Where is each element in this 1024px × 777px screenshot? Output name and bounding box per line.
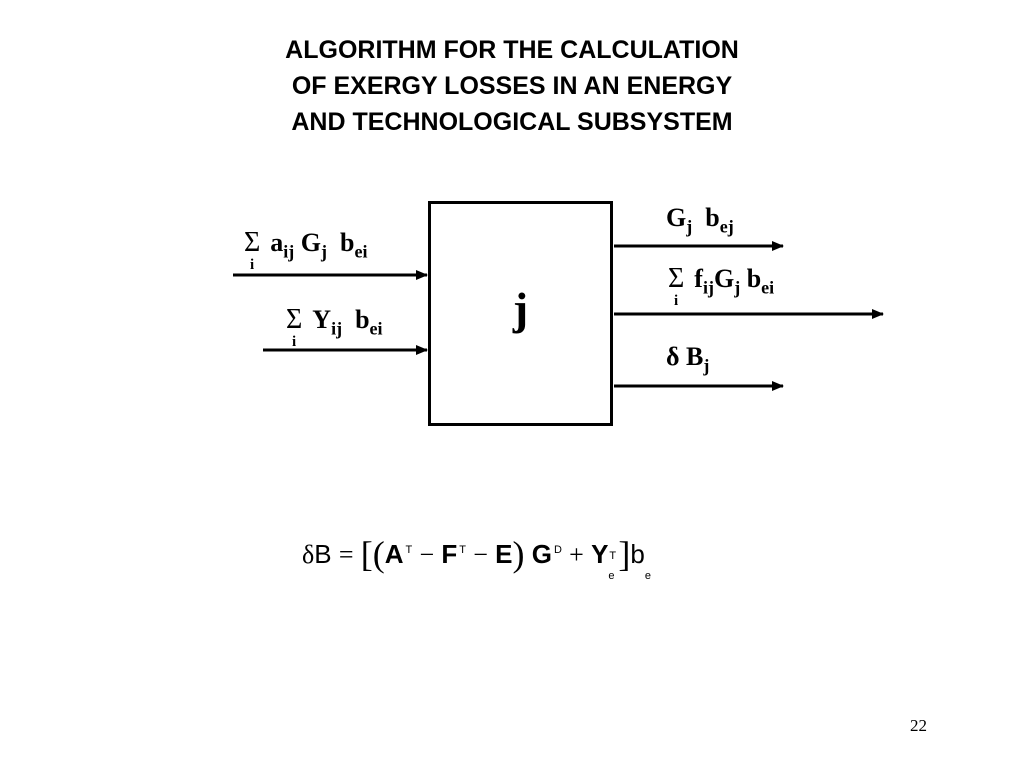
title-line-3: AND TECHNOLOGICAL SUBSYSTEM bbox=[291, 108, 733, 136]
output-label-3: δ Bj bbox=[666, 342, 710, 376]
formula-right-paren: ) bbox=[512, 534, 525, 574]
formula-delta: δ bbox=[302, 540, 315, 569]
formula-g-diagonal: D bbox=[553, 544, 562, 557]
formula-right-bracket: ] bbox=[618, 534, 631, 574]
formula-plus: + bbox=[569, 540, 584, 569]
formula-matrix-y: Y bbox=[591, 539, 609, 569]
formula-matrix-g: G bbox=[531, 539, 552, 569]
slide-title: ALGORITHM FOR THE CALCULATION OF EXERGY … bbox=[0, 32, 1024, 140]
formula-vector-b: b bbox=[630, 539, 645, 569]
formula-lhs-b: B bbox=[314, 539, 332, 569]
page-number: 22 bbox=[910, 716, 927, 735]
formula-b-subscript: e bbox=[644, 570, 652, 582]
formula-a-transpose: T bbox=[405, 544, 413, 557]
formula-left-bracket: [ bbox=[360, 534, 373, 574]
formula-f-transpose: T bbox=[459, 544, 467, 557]
formula-matrix-a: A bbox=[384, 539, 404, 569]
title-line-1: ALGORITHM FOR THE CALCULATION bbox=[285, 36, 739, 64]
formula-minus-2: − bbox=[473, 540, 488, 569]
subsystem-node: j bbox=[428, 201, 613, 426]
formula-matrix-f: F bbox=[441, 539, 458, 569]
node-label: j bbox=[512, 283, 529, 334]
output-label-1: Gj bej bbox=[666, 203, 734, 237]
formula-matrix-e: E bbox=[495, 539, 513, 569]
formula-minus-1: − bbox=[419, 540, 435, 569]
title-line-2: OF EXERGY LOSSES IN AN ENERGY bbox=[291, 72, 733, 100]
formula-equals: = bbox=[338, 540, 354, 569]
formula-left-paren: ( bbox=[372, 534, 385, 574]
